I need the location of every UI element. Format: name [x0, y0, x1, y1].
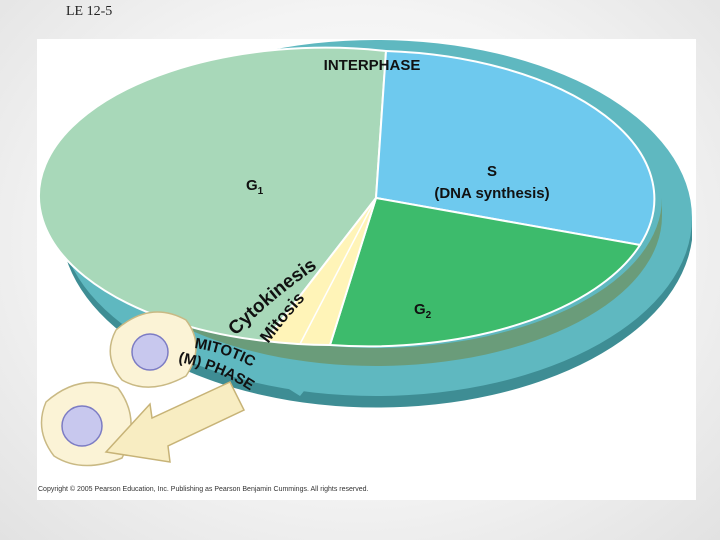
ring-arrow-head: [262, 360, 308, 396]
copyright-notice: Copyright © 2005 Pearson Education, Inc.…: [38, 486, 369, 493]
g2-wedge: [328, 196, 642, 348]
g1-label: G1: [246, 177, 264, 197]
mitotic-arrow: [104, 381, 246, 463]
s-detail: (DNA synthesis): [434, 185, 549, 202]
daughter-cells: [40, 311, 197, 467]
g1-wedge: [37, 46, 388, 343]
g2-label: G2: [414, 301, 432, 321]
s-wedge: [374, 49, 656, 247]
slide-label: LE 12-5: [66, 4, 113, 19]
mitotic-wedge: [263, 197, 377, 347]
interphase-title: INTERPHASE: [324, 57, 421, 74]
nucleus-bottom-icon: [61, 405, 103, 447]
phase-wedges: [37, 46, 656, 348]
nucleus-top-icon: [131, 333, 169, 371]
s-label: S: [487, 163, 497, 180]
mitosis-cytokinesis-divider: [299, 197, 377, 345]
